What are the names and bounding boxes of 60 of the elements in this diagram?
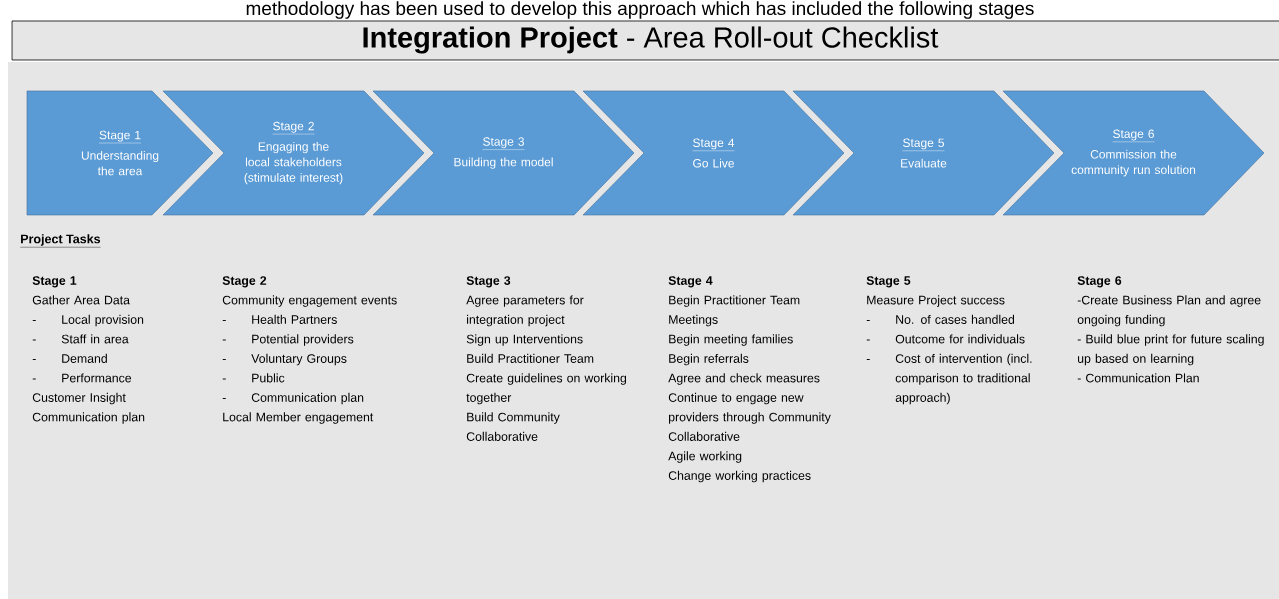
stage-heading: Stage 1: [32, 276, 77, 288]
task-text: Begin meeting families: [669, 334, 793, 346]
task-text: Build Community Collaborative: [466, 412, 560, 441]
bullet-dash: -: [222, 339, 226, 341]
task-text: Begin Practitioner Team Meetings: [669, 295, 800, 327]
task-text: Build Practitioner Team: [467, 353, 594, 363]
task-text: - Communication Plan: [1077, 373, 1199, 383]
stage-heading: Stage 6: [1077, 276, 1122, 288]
bullet-dash: -: [866, 320, 870, 321]
task-text: -Create Business Plan and agree ongoing funding: [1077, 295, 1261, 327]
bullet-dash: -: [866, 339, 870, 341]
process-step: Stage 2 Engaging the local stakeholders (stimulate interest): [162, 90, 425, 216]
task-text: No. of cases handled: [896, 314, 1015, 324]
process-step: Stage 4 Go Live: [582, 90, 845, 216]
task-text: Agree and check measures: [668, 373, 820, 385]
section-heading: Project Tasks: [20, 234, 101, 248]
stage-heading: Stage 2: [222, 276, 267, 288]
stage-heading: Stage 4: [668, 276, 713, 288]
title-banner: Integration Project - Area Roll-out Checklist: [11, 20, 1279, 61]
task-text: Local Member engagement: [223, 412, 374, 424]
task-text: Cost of intervention (incl. comparison to traditional approach): [895, 353, 1032, 405]
task-text: Health Partners: [252, 314, 337, 324]
task-text: Voluntary Groups: [251, 353, 347, 366]
task-text: Potential providers: [252, 334, 354, 346]
bullet-dash: -: [222, 398, 226, 399]
bullet-dash: -: [866, 359, 870, 360]
task-text: Create guidelines on working together: [466, 373, 627, 405]
task-text: Outcome for individuals: [895, 334, 1025, 344]
task-text: Begin referrals: [669, 353, 749, 366]
process-step: Stage 3 Building the model: [372, 90, 635, 216]
task-text: Measure Project success: [867, 295, 1005, 307]
task-text: Local provision: [62, 314, 144, 327]
task-text: Demand: [62, 353, 107, 363]
task-text: Change working practices: [668, 470, 811, 483]
bullet-dash: -: [222, 378, 226, 380]
process-step: Stage 6 Commission the community run solution: [1002, 90, 1265, 216]
process-step: Stage 1 Understanding the area: [26, 90, 214, 216]
intro-text: methodology has been used to develop this approach which has included the following stages: [246, 1, 1034, 19]
bullet-dash: -: [32, 320, 36, 321]
task-text: Agile working: [668, 451, 742, 463]
task-text: Performance: [62, 373, 132, 383]
bullet-dash: -: [222, 359, 226, 360]
stage-heading: Stage 5: [866, 276, 911, 288]
bullet-dash: -: [222, 320, 226, 321]
task-text: Communication plan: [251, 392, 364, 405]
task-text: Communication plan: [32, 412, 145, 424]
task-text: Community engagement events: [222, 295, 397, 307]
task-text: Sign up Interventions: [466, 334, 583, 346]
task-text: Gather Area Data: [32, 295, 130, 305]
task-text: Public: [252, 373, 285, 383]
task-text: Staff in area: [61, 334, 129, 344]
task-text: Agree parameters for integration project: [466, 295, 584, 327]
stage-heading: Stage 3: [466, 276, 511, 288]
task-text: Customer Insight: [32, 392, 126, 405]
task-text: - Build blue print for future scaling up based on learning: [1077, 334, 1264, 366]
bullet-dash: -: [32, 339, 36, 341]
task-text: Continue to engage new providers through Community Collaborative: [668, 392, 831, 441]
bullet-dash: -: [32, 359, 36, 360]
process-step: Stage 5 Evaluate: [792, 90, 1055, 216]
bullet-dash: -: [32, 378, 36, 380]
